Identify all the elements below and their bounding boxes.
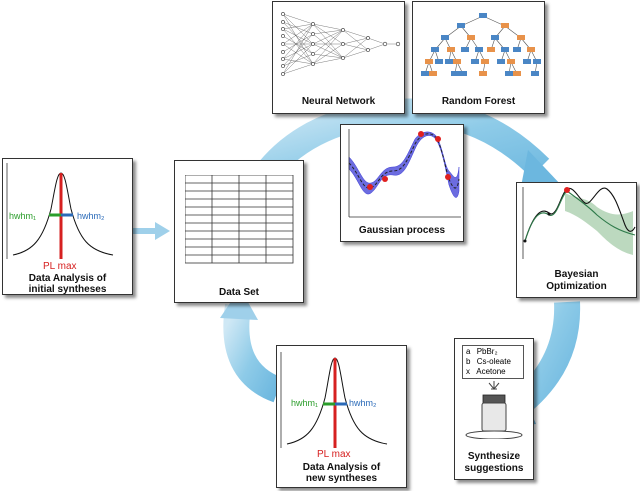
reagent-row-2: b Cs-oleate [466,357,511,367]
reagent-key: x [466,367,470,376]
reagent-list: a PbBr₂ b Cs-oleate x Acetone [462,345,524,379]
data-set-caption: Data Set [218,287,259,298]
bo-uncertainty-band [565,193,633,255]
random-forest-panel: Random Forest [412,1,545,114]
new-hwhm2-label: hwhm₂ [349,398,377,408]
synthesize-suggestions-panel: a PbBr₂ b Cs-oleate x Acetone Synthesize… [454,338,534,480]
bo-next-point [564,187,570,193]
data-set-panel: Data Set [174,160,304,303]
neural-network-icon [281,12,401,76]
reagent-name: PbBr₂ [476,347,498,356]
new-hwhm1-label: hwhm₁ [291,398,319,408]
reagent-key: a [466,347,471,356]
vial-icon [465,381,523,439]
tree-nodes [421,13,541,76]
new-caption-1: Data Analysis of [302,462,381,473]
neural-network-panel: Neural Network [272,1,405,114]
data-table-icon [185,175,294,264]
initial-peak-plot [6,163,114,259]
initial-caption-1: Data Analysis of [28,273,107,284]
initial-hwhm2-label: hwhm₂ [77,211,105,221]
initial-caption-2: initial syntheses [28,284,107,295]
gaussian-process-caption: Gaussian process [358,225,446,236]
new-pl-max-label: PL max [317,449,351,460]
arrow-initial-to-dataset [133,222,170,240]
random-forest-icon [421,13,541,76]
gaussian-process-panel: Gaussian process [340,124,464,242]
random-forest-caption: Random Forest [441,96,516,107]
synthesize-caption-1: Synthesize [467,451,521,462]
bayesian-caption-2: Optimization [546,281,607,292]
new-caption-2: new syntheses [305,473,378,484]
cycle-arc-left [220,288,284,403]
reagent-row-3: x Acetone [466,367,506,377]
neural-network-caption: Neural Network [301,96,376,107]
new-peak-plot [280,352,388,448]
new-syntheses-panel: hwhm₁ hwhm₂ PL max Data Analysis of new … [276,345,407,488]
reagent-name: Cs-oleate [476,357,511,366]
gaussian-process-plot [348,129,461,218]
initial-syntheses-panel: hwhm₁ hwhm₂ PL max Data Analysis of init… [2,158,133,295]
gp-observations [367,131,451,190]
bayesian-caption-1: Bayesian [554,269,599,280]
reagent-key: b [466,357,471,366]
bayesian-optimization-panel: Bayesian Optimization [516,182,637,298]
initial-pl-max-label: PL max [43,261,77,272]
initial-hwhm1-label: hwhm₁ [9,211,37,221]
reagent-row-1: a PbBr₂ [466,347,498,357]
synthesize-caption-2: suggestions [464,463,524,474]
reagent-name: Acetone [476,367,506,376]
bayesian-plot [522,187,636,259]
